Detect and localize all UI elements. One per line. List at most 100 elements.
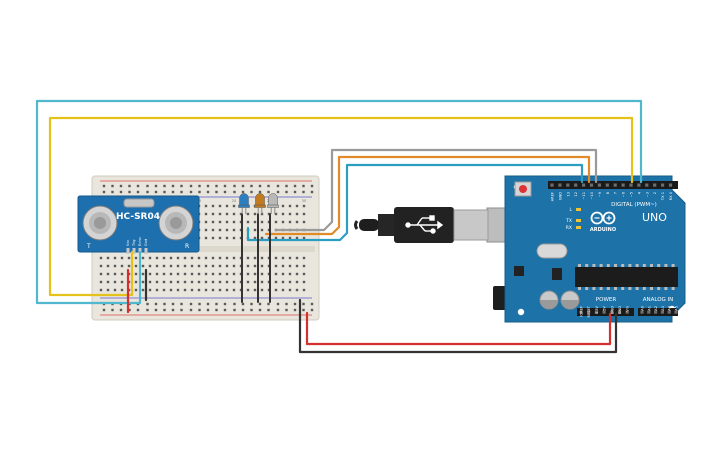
analog-pin-hole[interactable]	[647, 310, 651, 314]
chip-pin	[599, 264, 603, 267]
rail-hole	[119, 308, 123, 312]
analog-pin-hole[interactable]	[667, 310, 671, 314]
terminal-hole	[302, 280, 306, 284]
digital-pin-hole[interactable]	[589, 183, 594, 187]
digital-pin-hole[interactable]	[550, 183, 554, 187]
terminal-hole	[169, 280, 173, 284]
analog-pin-hole[interactable]	[660, 310, 664, 314]
terminal-hole	[253, 256, 257, 260]
digital-pin-hole[interactable]	[566, 183, 570, 187]
digital-pin-label: 12	[574, 192, 578, 197]
rail-hole	[102, 308, 106, 312]
terminal-hole	[190, 288, 194, 292]
chip-pin	[585, 287, 589, 290]
chip-pin	[650, 287, 653, 290]
power-pin-hole[interactable]	[625, 310, 629, 314]
usb-cable[interactable]	[354, 207, 489, 243]
digital-pin-hole[interactable]	[645, 183, 649, 187]
wire-black-gnd[interactable]	[298, 298, 618, 354]
sensor-pin[interactable]	[132, 248, 136, 254]
terminal-hole	[260, 280, 264, 284]
terminal-hole	[295, 204, 299, 208]
wire-gray-led[interactable]	[274, 148, 598, 232]
digital-pin-hole[interactable]	[605, 183, 609, 187]
wire-red-5v[interactable]	[305, 311, 612, 346]
power-pin-label: Vin	[626, 306, 630, 312]
led-white[interactable]	[267, 193, 279, 215]
chip-pin	[671, 264, 675, 267]
reset-button-cap[interactable]	[519, 185, 527, 193]
digital-pin-hole[interactable]	[597, 183, 601, 187]
digital-pin-hole[interactable]	[653, 183, 657, 187]
terminal-hole	[99, 256, 103, 260]
led-rim	[267, 204, 279, 208]
analog-pin-hole[interactable]	[674, 310, 678, 314]
terminal-hole	[99, 264, 103, 268]
digital-pin-label: AREF	[551, 192, 555, 201]
led-rx	[576, 226, 581, 229]
wire-teal-led[interactable]	[246, 163, 584, 242]
rail-hole	[180, 302, 183, 306]
terminal-hole	[197, 256, 201, 260]
terminal-hole	[218, 264, 222, 268]
terminal-hole	[211, 228, 215, 232]
wire-cyan-trig[interactable]	[35, 99, 643, 305]
rail-hole	[102, 190, 106, 194]
rail-hole	[198, 184, 201, 188]
wire-orange-led[interactable]	[264, 155, 591, 236]
led-orange[interactable]	[254, 193, 266, 215]
terminal-hole	[190, 272, 194, 276]
sensor-pin[interactable]	[144, 248, 148, 254]
digital-pin-hole[interactable]	[558, 183, 562, 187]
terminal-hole	[218, 272, 222, 276]
terminal-hole	[113, 288, 117, 292]
digital-pin-hole[interactable]	[661, 183, 665, 187]
power-pin-hole[interactable]	[587, 310, 591, 314]
rail-hole	[258, 184, 262, 188]
terminal-hole	[113, 280, 117, 284]
sensor-pin[interactable]	[126, 248, 130, 254]
analog-pin-hole[interactable]	[640, 310, 644, 314]
terminal-hole	[302, 220, 306, 224]
digital-pin-hole[interactable]	[637, 183, 641, 187]
digital-pin-hole[interactable]	[582, 183, 586, 187]
digital-pin-label: 13	[566, 192, 570, 197]
power-pin-hole[interactable]	[579, 310, 583, 314]
terminal-hole	[232, 236, 236, 240]
terminal-hole	[302, 204, 306, 208]
terminal-hole	[218, 228, 222, 232]
terminal-hole	[246, 288, 250, 292]
terminal-hole	[183, 256, 187, 260]
analog-pin-hole[interactable]	[654, 310, 658, 314]
power-pin-hole[interactable]	[610, 310, 614, 314]
led-blue[interactable]	[238, 193, 250, 215]
sensor-receive-mark: R	[185, 243, 189, 250]
digital-header-label: DIGITAL (PWM~)	[611, 202, 657, 208]
power-pin-hole[interactable]	[602, 310, 606, 314]
terminal-hole	[232, 204, 236, 208]
digital-pin-hole[interactable]	[621, 183, 625, 187]
wire-yellow-echo[interactable]	[48, 116, 634, 297]
terminal-hole	[295, 212, 299, 216]
power-pin-hole[interactable]	[594, 310, 598, 314]
leds[interactable]	[238, 193, 279, 215]
digital-pin-hole[interactable]	[668, 183, 673, 187]
terminal-hole	[232, 220, 236, 224]
terminal-hole	[281, 256, 285, 260]
terminal-hole	[99, 280, 103, 284]
arduino-model-label: UNO	[642, 211, 667, 224]
led-l	[576, 208, 581, 211]
power-pin-label: GND	[610, 306, 614, 314]
digital-pin-hole[interactable]	[574, 183, 578, 187]
terminal-hole	[281, 236, 285, 240]
power-pin-hole[interactable]	[617, 310, 622, 314]
chip-pin	[628, 287, 632, 290]
rail-hole	[223, 308, 227, 312]
digital-pin-hole[interactable]	[613, 183, 617, 187]
digital-pin-hole[interactable]	[629, 183, 633, 187]
terminal-hole	[106, 272, 110, 276]
terminal-hole	[211, 280, 215, 284]
